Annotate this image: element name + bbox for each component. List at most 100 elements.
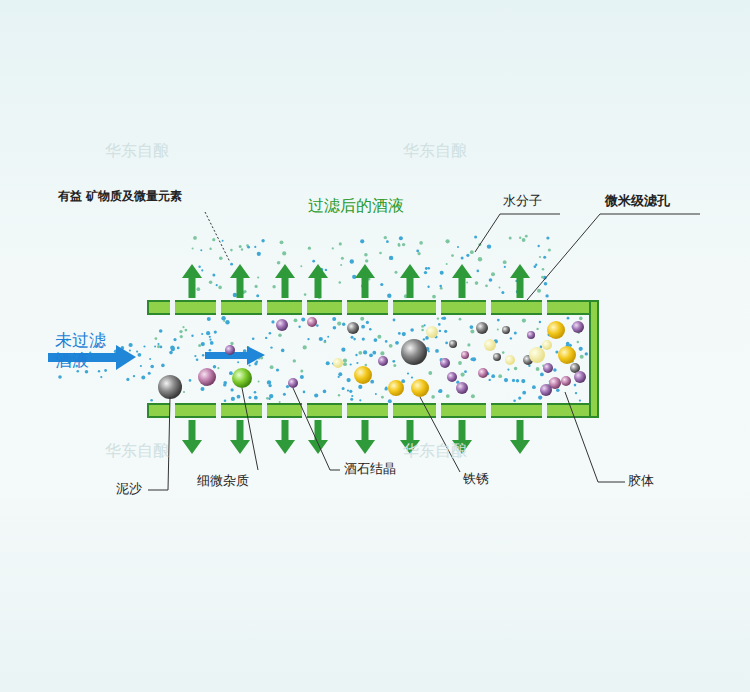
water-dot bbox=[216, 284, 218, 286]
water-dot bbox=[148, 372, 151, 375]
water-dot bbox=[389, 344, 393, 348]
water-dot bbox=[384, 387, 387, 390]
water-dot bbox=[301, 318, 305, 322]
water-dot bbox=[355, 354, 357, 356]
water-dot bbox=[509, 236, 512, 239]
water-dot bbox=[282, 251, 286, 255]
water-dot bbox=[294, 318, 298, 322]
water-dot bbox=[537, 289, 541, 293]
water-dot bbox=[446, 239, 450, 243]
water-dot bbox=[332, 317, 336, 321]
filter-pore bbox=[216, 403, 221, 418]
water-dot bbox=[360, 239, 364, 243]
water-dot bbox=[209, 349, 212, 352]
water-dot bbox=[100, 376, 102, 378]
water-dot bbox=[337, 322, 341, 326]
watermark: 华东自酿 bbox=[105, 141, 169, 160]
water-dot bbox=[283, 393, 286, 396]
water-dot bbox=[380, 283, 383, 286]
water-dot bbox=[298, 326, 300, 328]
water-dot bbox=[489, 379, 491, 381]
water-dot bbox=[347, 378, 351, 382]
water-dot bbox=[541, 276, 544, 279]
water-dot bbox=[325, 269, 327, 271]
filter-pore bbox=[262, 300, 267, 315]
water-dot bbox=[338, 394, 340, 396]
water-dot bbox=[418, 252, 421, 255]
water-dot bbox=[196, 358, 199, 361]
water-dot bbox=[364, 253, 368, 257]
water-dot bbox=[458, 361, 462, 365]
water-dot bbox=[179, 330, 182, 333]
water-dot bbox=[459, 318, 462, 321]
water-dot bbox=[389, 256, 393, 260]
water-dot bbox=[196, 287, 200, 291]
water-dot bbox=[58, 375, 62, 379]
water-dot bbox=[212, 274, 215, 277]
water-dot bbox=[241, 248, 243, 250]
water-dot bbox=[507, 369, 509, 371]
water-dot bbox=[341, 257, 344, 260]
water-dot bbox=[319, 337, 323, 341]
water-dot bbox=[370, 380, 374, 384]
water-dot bbox=[189, 379, 192, 382]
water-dot bbox=[343, 358, 347, 362]
water-dot bbox=[416, 250, 419, 253]
water-dot bbox=[457, 246, 459, 248]
water-dot bbox=[577, 341, 579, 343]
part-label: 未过滤 酒液 bbox=[55, 330, 113, 371]
water-dot bbox=[514, 367, 517, 370]
water-dot bbox=[395, 341, 399, 345]
water-dot bbox=[312, 260, 315, 263]
water-dot bbox=[185, 329, 188, 332]
water-dot bbox=[499, 287, 501, 289]
water-dot bbox=[536, 328, 538, 330]
water-dot bbox=[225, 320, 229, 324]
water-dot bbox=[428, 371, 432, 375]
water-dot bbox=[470, 325, 474, 329]
water-dot bbox=[544, 282, 548, 286]
water-dot bbox=[332, 247, 334, 249]
water-dot bbox=[471, 394, 475, 398]
water-dot bbox=[579, 400, 581, 402]
water-dot bbox=[362, 338, 365, 341]
water-dot bbox=[431, 395, 435, 399]
water-dot bbox=[323, 390, 327, 394]
water-dot bbox=[428, 350, 430, 352]
water-dot bbox=[254, 362, 257, 365]
water-dot bbox=[268, 398, 270, 400]
water-dot bbox=[351, 336, 354, 339]
water-dot bbox=[231, 388, 234, 391]
water-dot bbox=[466, 254, 469, 257]
water-dot bbox=[502, 351, 505, 354]
water-dot bbox=[333, 326, 337, 330]
water-dot bbox=[538, 396, 542, 400]
part-label: 有益 矿物质及微量元素 bbox=[58, 189, 182, 203]
water-dot bbox=[202, 354, 204, 356]
water-dot bbox=[445, 342, 448, 345]
water-dot bbox=[206, 331, 210, 335]
water-dot bbox=[350, 363, 352, 365]
water-dot bbox=[466, 282, 468, 284]
water-dot bbox=[514, 332, 517, 335]
water-dot bbox=[352, 275, 356, 279]
water-dot bbox=[410, 328, 414, 332]
water-dot bbox=[247, 246, 250, 249]
water-dot bbox=[444, 330, 447, 333]
water-dot bbox=[574, 384, 577, 387]
water-dot bbox=[237, 361, 239, 363]
water-dot bbox=[501, 291, 504, 294]
water-dot bbox=[358, 351, 362, 355]
water-dot bbox=[349, 390, 352, 393]
water-dot bbox=[423, 338, 425, 340]
water-dot bbox=[489, 278, 493, 282]
water-dot bbox=[183, 391, 185, 393]
water-dot bbox=[270, 346, 272, 348]
water-dot bbox=[437, 317, 439, 319]
water-dot bbox=[424, 271, 427, 274]
water-dot bbox=[516, 379, 519, 382]
filter-pore bbox=[436, 403, 441, 418]
water-dot bbox=[210, 341, 214, 345]
water-dot bbox=[519, 237, 521, 239]
water-dot bbox=[217, 367, 219, 369]
